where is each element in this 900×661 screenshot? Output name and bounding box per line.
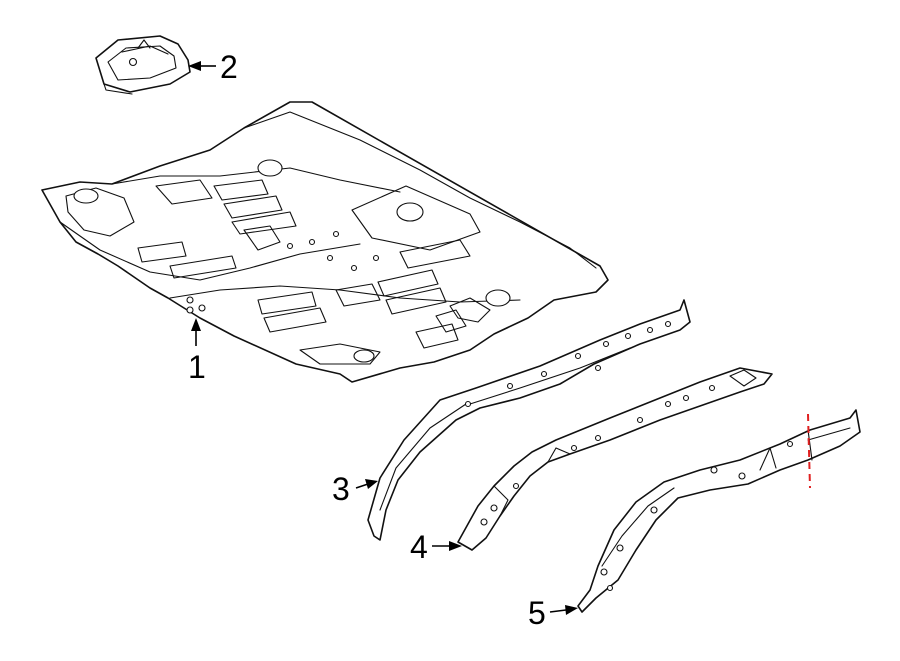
callout-arrows <box>188 61 578 615</box>
part-1-floor-pan <box>41 101 609 383</box>
callout-5-label: 5 <box>528 595 546 631</box>
cut-line <box>807 413 811 489</box>
part-3-frame-rail <box>367 299 691 541</box>
callout-1-label: 1 <box>188 349 206 385</box>
callout-3-label: 3 <box>332 471 350 507</box>
part-5-frame-rail <box>577 409 861 613</box>
callout-2-label: 2 <box>220 49 238 85</box>
part-2-bracket <box>95 35 191 95</box>
callout-4-label: 4 <box>410 529 428 565</box>
part-4-frame-rail <box>457 367 773 551</box>
